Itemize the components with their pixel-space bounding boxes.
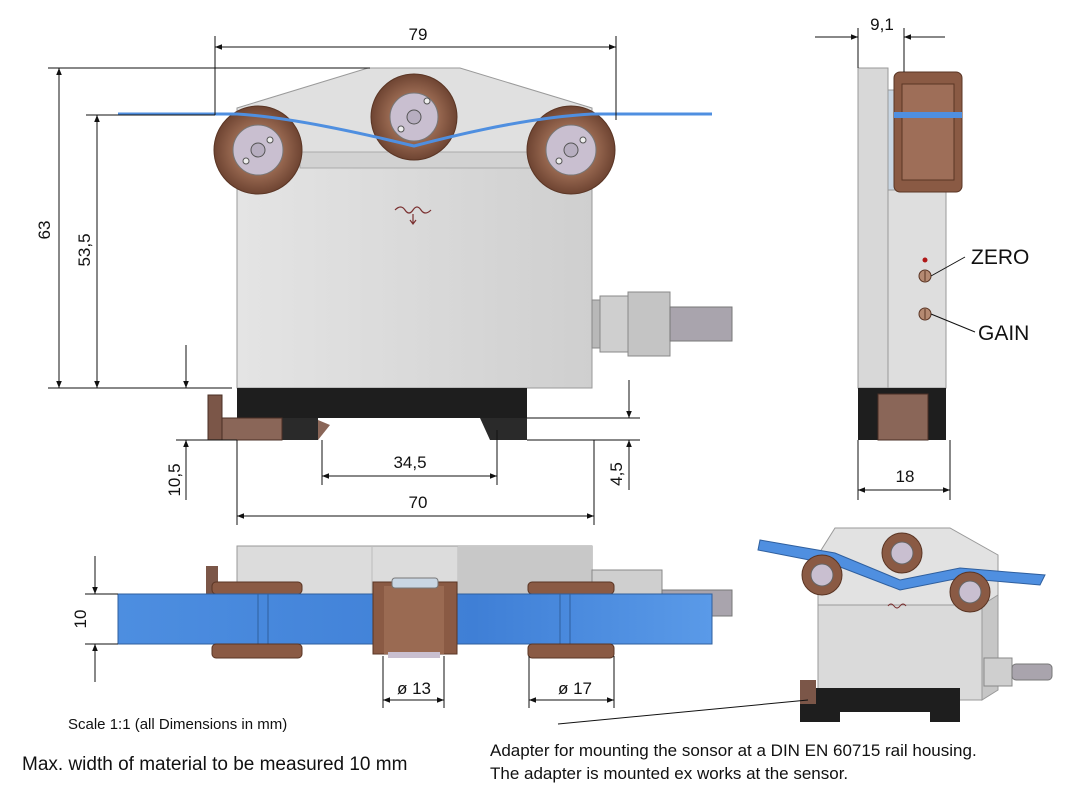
din-rail-adapter [207, 388, 527, 441]
status-led [922, 257, 928, 263]
dim-roller-diameter-large: ø 17 [558, 679, 592, 698]
dim-top-view-height: 10 [71, 610, 90, 629]
material-band [118, 112, 712, 148]
gain-potentiometer-icon [918, 307, 932, 321]
side-roller [893, 71, 963, 193]
adapter-note-line-1: Adapter for mounting the sonsor at a DIN… [490, 741, 977, 760]
adapter-leader-line [557, 699, 809, 725]
dim-height-total: 63 [35, 221, 54, 240]
dim-adapter-inner: 34,5 [393, 453, 426, 472]
roller-right [526, 105, 616, 195]
dim-height-roller: 53,5 [75, 233, 94, 266]
dim-base-width: 70 [409, 493, 428, 512]
dim-rail-height: 10,5 [165, 463, 184, 496]
roller-middle [370, 73, 458, 161]
dim-roller-diameter-small: ø 13 [397, 679, 431, 698]
dim-side-thickness: 9,1 [870, 15, 894, 34]
side-view [857, 67, 976, 441]
top-view [117, 545, 733, 659]
dim-side-depth: 18 [896, 467, 915, 486]
dim-adapter-height: 4,5 [607, 462, 626, 486]
front-main-housing [236, 164, 593, 389]
iso-logo-icon [887, 603, 907, 609]
front-view [118, 67, 733, 441]
front-dimensions [48, 36, 640, 525]
zero-potentiometer-icon [918, 269, 932, 283]
scale-note: Scale 1:1 (all Dimensions in mm) [68, 716, 288, 733]
zero-label: ZERO [971, 246, 1029, 269]
roller-left [213, 105, 303, 195]
cable-connector [591, 291, 733, 357]
isometric-view [757, 527, 1053, 722]
logo-icon [394, 206, 432, 225]
max-width-note: Max. width of material to be measured 10… [22, 754, 408, 775]
top-dimensions [85, 556, 615, 708]
side-dimensions [815, 28, 951, 500]
dim-width-top: 79 [409, 25, 428, 44]
adapter-note-line-2: The adapter is mounted ex works at the s… [490, 764, 849, 783]
gain-label: GAIN [978, 322, 1029, 345]
